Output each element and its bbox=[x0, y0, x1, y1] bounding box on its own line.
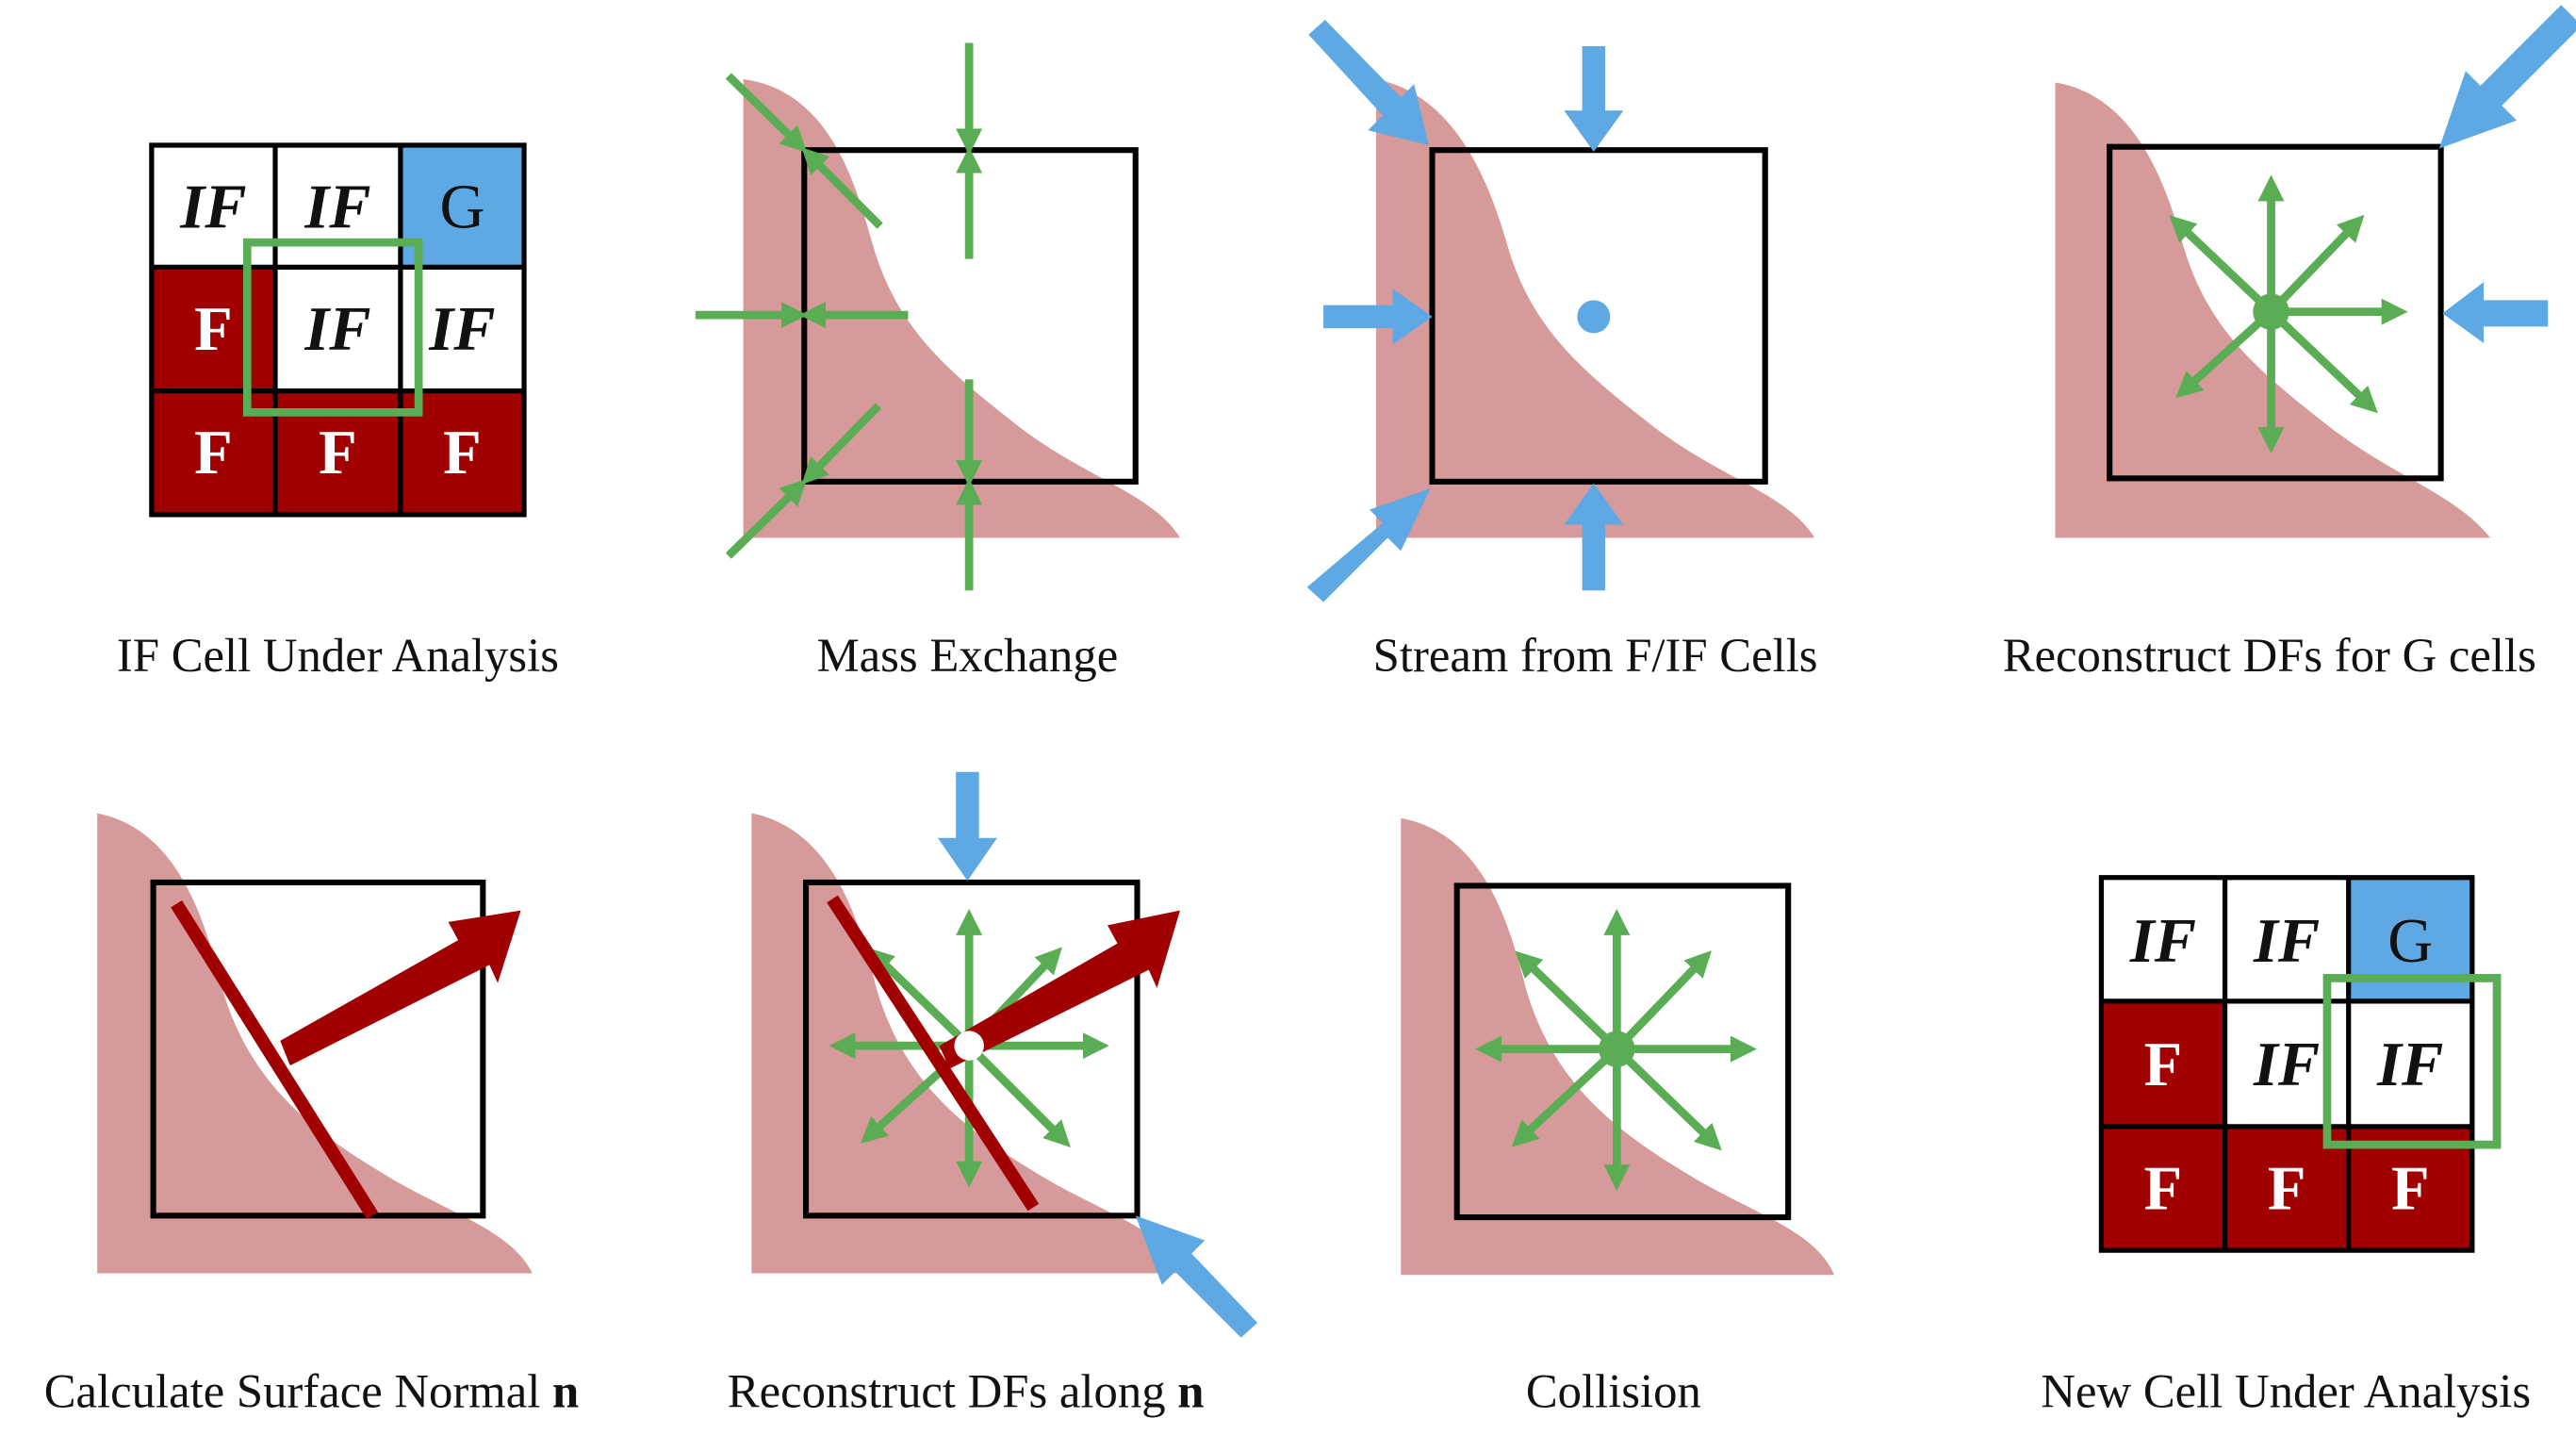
grid1-cell-2-1: F bbox=[319, 419, 357, 487]
panel-1-grid: IF IF G F IF IF F F F bbox=[149, 142, 527, 518]
grid2-cell-2-1: F bbox=[2268, 1154, 2306, 1223]
normal-vector bbox=[939, 910, 1180, 1069]
caption-collision: Collision bbox=[1525, 1365, 1701, 1419]
gas-arrows bbox=[2438, 5, 2576, 343]
grid2-cell-2-2: F bbox=[2391, 1154, 2430, 1223]
grid1-cell-1-1: IF bbox=[304, 295, 370, 364]
exchange-arrows bbox=[695, 42, 983, 591]
caption-surface-normal: Calculate Surface Normal n bbox=[43, 1365, 580, 1419]
grid1-cell-2-2: F bbox=[443, 419, 482, 487]
panel-8-grid: IF IF G F IF IF F F F bbox=[2098, 875, 2502, 1253]
grid1-cell-0-0: IF bbox=[179, 173, 246, 241]
grid1-cell-1-2: IF bbox=[428, 295, 495, 364]
grid2-cell-1-2: IF bbox=[2376, 1031, 2443, 1099]
interface-line bbox=[827, 895, 1040, 1212]
grid1-cell-2-0: F bbox=[194, 419, 233, 487]
caption-mass-exchange: Mass Exchange bbox=[816, 630, 1119, 684]
interface-line bbox=[171, 899, 379, 1220]
stream-arrows bbox=[1306, 19, 1624, 602]
panel-6-reconstruct-along-n bbox=[751, 771, 1258, 1338]
grid2-cell-0-1: IF bbox=[2253, 907, 2320, 976]
gas-arrows bbox=[937, 771, 1258, 1338]
liquid-region bbox=[1401, 817, 1835, 1276]
liquid-region bbox=[751, 813, 1187, 1274]
panel-5-surface-normal bbox=[97, 813, 533, 1274]
grid2-cell-1-0: F bbox=[2144, 1031, 2183, 1099]
grid2-cell-1-1: IF bbox=[2253, 1031, 2320, 1099]
post-collision-dfs bbox=[1474, 908, 1757, 1192]
caption-reconstruct-g: Reconstruct DFs for G cells bbox=[2002, 630, 2536, 684]
caption-if-cell: IF Cell Under Analysis bbox=[116, 630, 559, 684]
panel-2-mass-exchange bbox=[695, 42, 1180, 591]
panel-3-stream bbox=[1306, 19, 1815, 602]
reconstructed-dfs bbox=[2169, 174, 2408, 454]
grid1-cell-0-1: IF bbox=[304, 173, 370, 241]
grid2-cell-2-0: F bbox=[2144, 1154, 2183, 1223]
caption-reconstruct-along-n: Reconstruct DFs along n bbox=[727, 1365, 1205, 1419]
grid2-cell-0-0: IF bbox=[2129, 907, 2196, 976]
liquid-region bbox=[2055, 82, 2491, 538]
caption-stream: Stream from F/IF Cells bbox=[1372, 630, 1818, 684]
panel-4-reconstruct-g bbox=[2055, 5, 2576, 538]
normal-vector bbox=[280, 910, 521, 1066]
grid2-cell-0-2: G bbox=[2387, 907, 2433, 976]
caption-new-cell: New Cell Under Analysis bbox=[2041, 1365, 2532, 1419]
grid1-cell-1-0: F bbox=[194, 295, 233, 364]
liquid-region bbox=[1376, 78, 1815, 538]
panel-7-collision bbox=[1401, 817, 1835, 1276]
grid1-cell-0-2: G bbox=[439, 173, 484, 241]
liquid-region bbox=[97, 813, 533, 1274]
